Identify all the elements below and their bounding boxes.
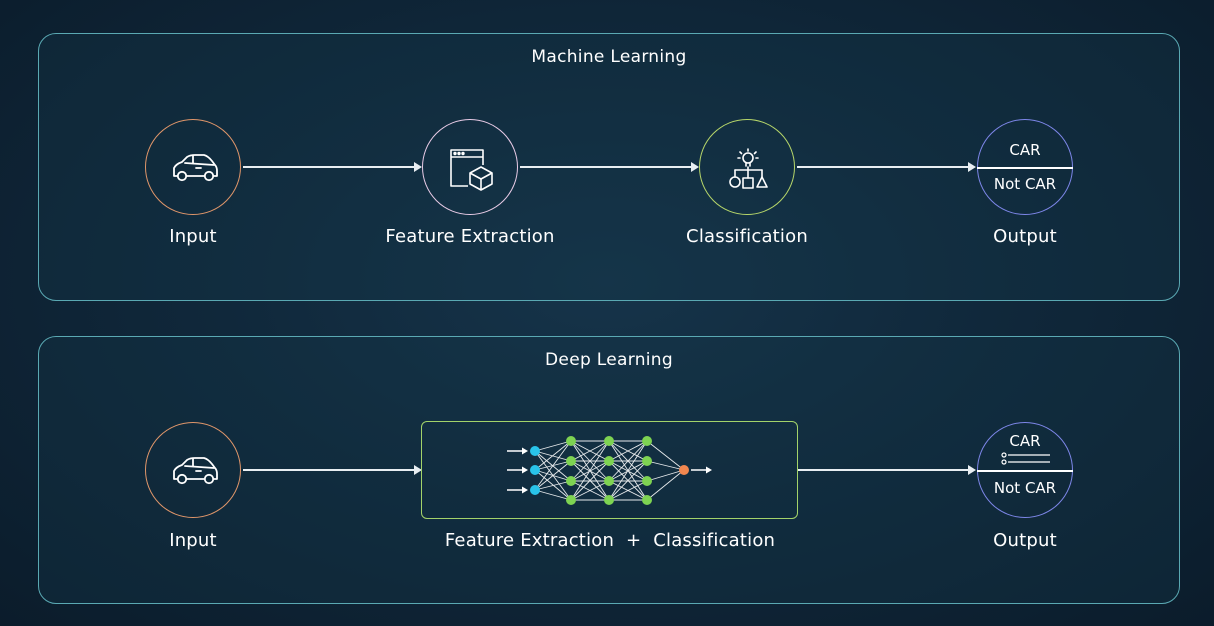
- nn-neuron: [641, 475, 652, 486]
- nn-edge: [646, 469, 684, 481]
- nn-neuron: [565, 475, 576, 486]
- dl-arrow-1: [243, 465, 422, 475]
- nn-neuron: [529, 484, 540, 495]
- nn-edge: [534, 460, 571, 490]
- nn-edge: [534, 480, 571, 490]
- dl-combined-label: Feature Extraction + Classification: [420, 530, 800, 551]
- dl-input-node: [145, 422, 241, 518]
- nn-neuron: [641, 455, 652, 466]
- car-icon: [173, 154, 218, 182]
- ml-feature-node: [422, 119, 518, 215]
- nn-neuron: [603, 475, 614, 486]
- nn-neuron: [678, 464, 689, 475]
- ml-input-node: [145, 119, 241, 215]
- nn-edge: [646, 460, 684, 470]
- nn-edge: [570, 440, 609, 500]
- ml-classification-node: [699, 119, 795, 215]
- ml-arrow-1: [243, 162, 422, 172]
- ml-output-not-car: Not CAR: [993, 175, 1057, 193]
- dl-output-node: CAR Not CAR: [977, 422, 1073, 518]
- nn-edge: [570, 440, 609, 461]
- dl-feature-text: Feature Extraction: [444, 530, 615, 551]
- nn-edge: [534, 440, 571, 451]
- lightbulb-shapes-icon: [729, 148, 768, 189]
- nn-neuron: [641, 435, 652, 446]
- nn-edge: [570, 480, 609, 500]
- nn-neuron: [603, 435, 614, 446]
- nn-neuron: [565, 435, 576, 446]
- ml-arrow-2: [520, 162, 699, 172]
- dl-input-label: Input: [169, 530, 217, 551]
- nn-neuron: [603, 494, 614, 505]
- nn-edge: [534, 489, 571, 500]
- ml-feature-label: Feature Extraction: [385, 226, 555, 247]
- nn-edge: [534, 440, 571, 470]
- dl-classification-text: Classification: [653, 530, 776, 551]
- dl-output-car: CAR: [1009, 432, 1041, 450]
- nn-edge: [608, 460, 647, 500]
- nn-arrow-head: [521, 447, 528, 454]
- dl-output-divider: [977, 470, 1073, 472]
- dl-combined-box: [421, 421, 798, 519]
- nn-neuron: [565, 494, 576, 505]
- car-icon: [173, 457, 218, 485]
- nn-neuron: [529, 464, 540, 475]
- machine-learning-title: Machine Learning: [531, 47, 687, 67]
- nn-edge: [646, 440, 684, 470]
- nn-neuron: [565, 455, 576, 466]
- nn-edge: [608, 440, 647, 461]
- nn-arrow-head: [705, 466, 712, 473]
- nn-arrow-head: [521, 486, 528, 493]
- window-cube-icon: [450, 149, 493, 191]
- ml-classification-label: Classification: [686, 226, 808, 247]
- ml-output-divider: [977, 167, 1073, 169]
- ml-output-car: CAR: [1009, 141, 1041, 159]
- nn-edge: [608, 480, 647, 500]
- ml-arrow-3: [797, 162, 976, 172]
- nn-neuron: [529, 445, 540, 456]
- ml-output-label: Output: [993, 226, 1057, 247]
- nn-edge: [534, 440, 571, 490]
- ml-input-label: Input: [169, 226, 217, 247]
- list-icon: [1001, 452, 1050, 465]
- nn-arrow-head: [521, 466, 528, 473]
- dl-output-label: Output: [993, 530, 1057, 551]
- nn-edge: [646, 469, 684, 500]
- nn-edge: [608, 440, 647, 500]
- nn-edge: [534, 469, 571, 500]
- neural-network-icon: [506, 435, 712, 505]
- ml-output-node: CAR Not CAR: [977, 119, 1073, 215]
- dl-output-not-car: Not CAR: [993, 479, 1057, 497]
- dl-arrow-2: [798, 465, 976, 475]
- dl-plus-sign: +: [626, 530, 642, 551]
- nn-edge: [570, 460, 609, 500]
- nn-edge: [608, 440, 647, 481]
- deep-learning-title: Deep Learning: [545, 350, 673, 370]
- nn-edge: [570, 440, 609, 481]
- nn-neuron: [603, 455, 614, 466]
- nn-neuron: [641, 494, 652, 505]
